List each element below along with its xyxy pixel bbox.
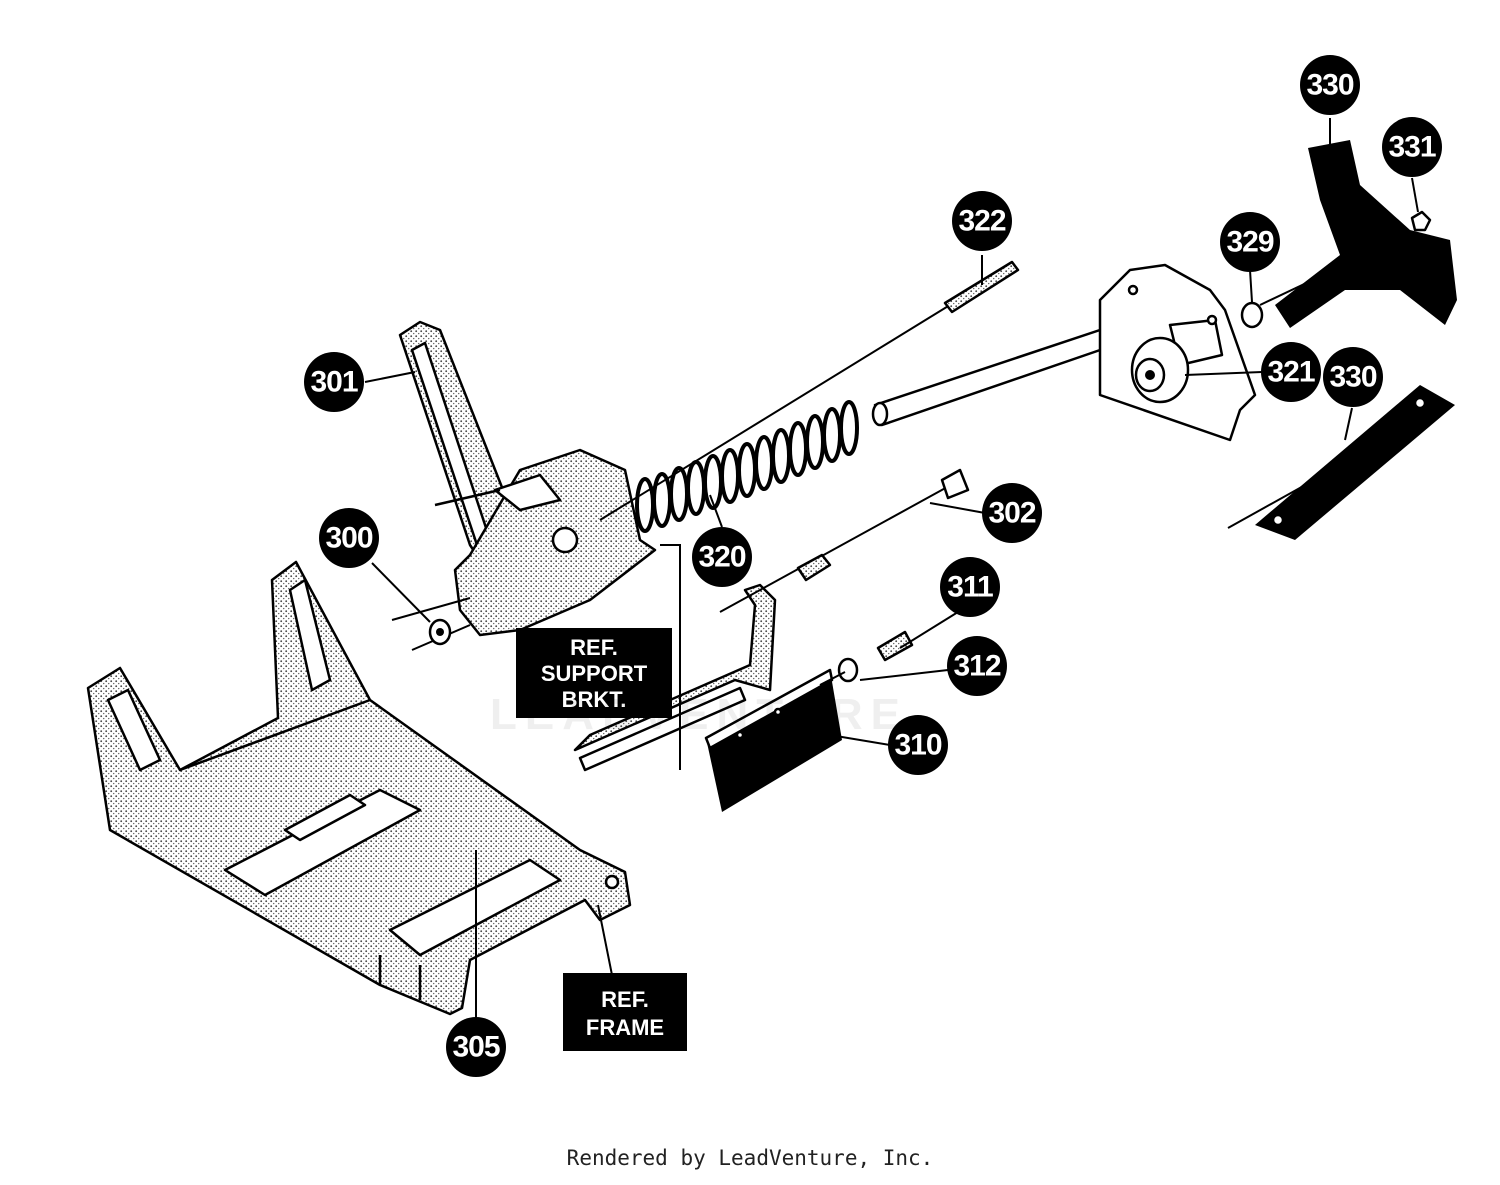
ref-support-line-1: REF. xyxy=(570,635,618,660)
knob-part xyxy=(1240,140,1457,329)
scraper-plate-part xyxy=(704,630,914,812)
callout-label: 320 xyxy=(698,541,745,574)
callout-310: 310 xyxy=(888,715,948,775)
pulley-bracket-part xyxy=(1098,263,1257,442)
callout-label: 310 xyxy=(894,729,941,762)
washer-part xyxy=(391,597,471,651)
callout-label: 331 xyxy=(1388,131,1435,164)
bolt-part xyxy=(719,468,970,613)
callout-label: 302 xyxy=(988,497,1035,530)
rod-part xyxy=(599,260,1020,521)
callout-label: 311 xyxy=(947,571,993,604)
callout-320: 320 xyxy=(692,527,752,587)
callout-330-lower: 330 xyxy=(1323,347,1383,407)
lever-part xyxy=(398,320,657,637)
handle-plate-part xyxy=(1227,385,1455,540)
callout-330-upper: 330 xyxy=(1300,55,1360,115)
support-bracket-part xyxy=(573,583,777,772)
callout-321: 321 xyxy=(1261,342,1321,402)
ref-support-line-3: BRKT. xyxy=(562,687,627,712)
callout-label: 305 xyxy=(452,1031,499,1064)
ref-frame-line-2: FRAME xyxy=(586,1015,664,1040)
callout-label: 312 xyxy=(953,650,1000,683)
callout-329: 329 xyxy=(1220,212,1280,272)
callout-label: 300 xyxy=(325,522,372,555)
callout-322: 322 xyxy=(952,191,1012,251)
assembly-guide-line xyxy=(660,544,681,770)
callout-label: 329 xyxy=(1226,226,1273,259)
leader-lines xyxy=(364,118,1419,1018)
callout-305: 305 xyxy=(446,1017,506,1077)
spring-part xyxy=(635,400,859,533)
ref-frame-line-1: REF. xyxy=(601,987,649,1012)
callout-label: 321 xyxy=(1267,356,1314,389)
callout-331: 331 xyxy=(1382,117,1442,177)
watermark-text: LEADVENTURE xyxy=(490,690,909,739)
callout-label: 322 xyxy=(958,205,1005,238)
callout-label: 330 xyxy=(1306,69,1353,102)
ref-support-bracket-label: REF. SUPPORT BRKT. xyxy=(516,628,672,718)
ref-support-line-2: SUPPORT xyxy=(541,661,648,686)
callout-301: 301 xyxy=(304,352,364,412)
callout-label: 330 xyxy=(1329,361,1376,394)
ref-frame-label: REF. FRAME xyxy=(563,973,687,1051)
callout-311: 311 xyxy=(940,557,1000,617)
callout-label: 301 xyxy=(310,366,357,399)
callout-302: 302 xyxy=(982,483,1042,543)
callout-300: 300 xyxy=(319,508,379,568)
rendered-by-footer: Rendered by LeadVenture, Inc. xyxy=(566,1146,934,1170)
callout-312: 312 xyxy=(947,636,1007,696)
